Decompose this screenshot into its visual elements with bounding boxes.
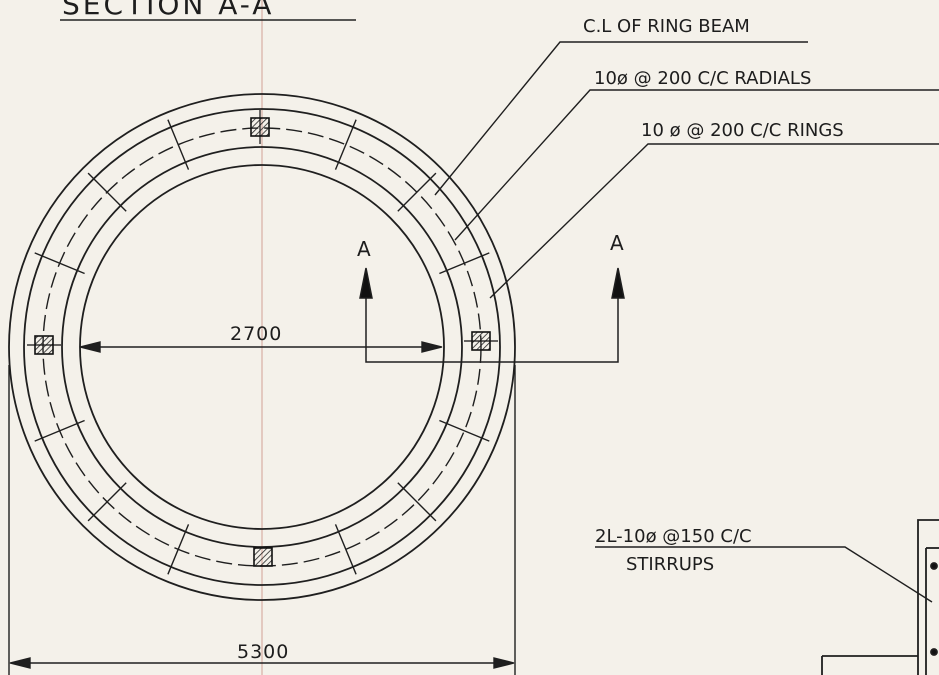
section-cut-line [359,267,625,363]
section-mark-right: A [610,231,624,255]
radial-bar-tick [397,172,437,212]
outer-dim-arrow-right [493,657,515,669]
label-stirrups-line2: STIRRUPS [626,554,714,575]
column-bottom [253,547,273,567]
radial-bar-tick [167,119,190,170]
label-stirrups-line1: 2L-10ø @150 C/C [595,526,752,547]
section-arrow-left [359,267,373,299]
radial-bar-tick [87,172,127,212]
outer-ring [8,93,516,601]
radial-bar-tick [397,482,437,522]
leader-centerline [434,41,808,196]
beam-section-detail [821,519,939,675]
label-radials: 10ø @ 200 C/C RADIALS [594,68,811,89]
rebar-dot-top [930,562,938,570]
outer-dim-arrow-left [9,657,31,669]
radial-bar-tick [87,482,127,522]
inner-diameter-dimension [79,341,443,353]
dim-arrow-left [79,341,101,353]
radial-bars [34,119,490,575]
ring-third [61,146,463,548]
radial-bar-tick [439,419,490,442]
radial-bar-tick [334,119,357,170]
label-centerline: C.L OF RING BEAM [583,16,750,37]
leader-lines [434,41,939,603]
outer-diameter-label: 5300 [237,641,289,663]
label-rings: 10 ø @ 200 C/C RINGS [641,120,844,141]
radial-bar-tick [439,252,490,275]
radial-bar-tick [34,252,85,275]
leader-stirrups [595,546,933,603]
column-blocks [27,110,498,567]
section-mark-left: A [357,237,371,261]
ring-second [23,108,501,586]
outer-diameter-dimension [8,365,516,675]
drawing-title: SECTION A-A [62,0,274,21]
leader-rings [489,143,939,299]
leader-radials [454,89,939,241]
section-arrow-right [611,267,625,299]
radial-bar-tick [334,524,357,575]
radial-bar-tick [34,419,85,442]
rebar-dot-bottom [930,648,938,656]
radial-bar-tick [167,524,190,575]
dim-arrow-right [421,341,443,353]
inner-diameter-label: 2700 [230,323,282,345]
